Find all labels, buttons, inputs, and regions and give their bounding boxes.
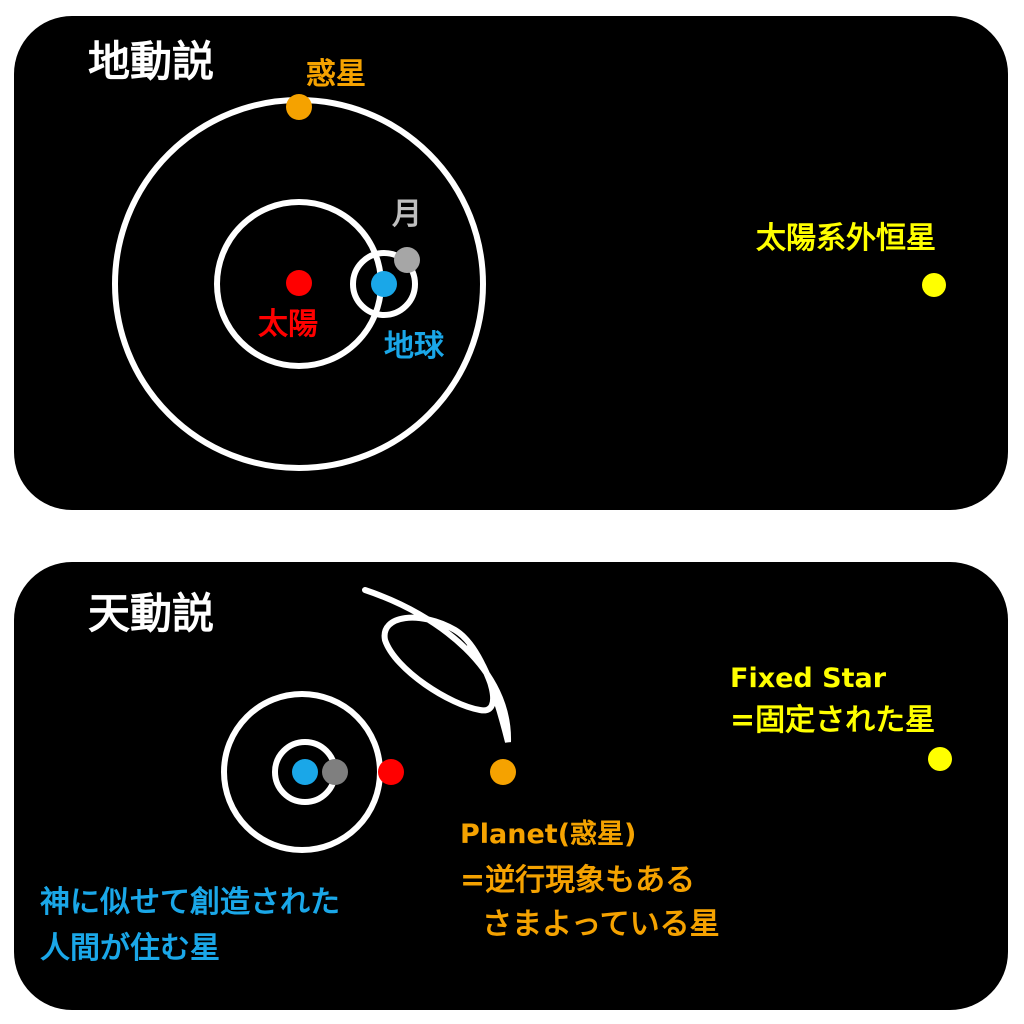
geocentric-title: 天動説 bbox=[88, 589, 214, 638]
moon-icon bbox=[322, 759, 348, 785]
sun-label: 太陽 bbox=[258, 307, 318, 342]
moon-label: 月 bbox=[392, 197, 422, 232]
planet-label-line1: Planet(惑星) bbox=[460, 819, 636, 850]
planet-icon bbox=[286, 94, 312, 120]
planet-label-line2: =逆行現象もある bbox=[460, 863, 695, 898]
retrograde-path bbox=[362, 587, 512, 743]
star-icon bbox=[922, 273, 946, 297]
sun-icon bbox=[286, 270, 312, 296]
earth-label: 地球 bbox=[384, 329, 445, 364]
planet-label-line3: さまよっている星 bbox=[482, 907, 720, 942]
geocentric-panel bbox=[14, 562, 1008, 1010]
sun-icon bbox=[378, 759, 404, 785]
fixed-star-label-line1: Fixed Star bbox=[730, 663, 887, 694]
geocentric-model: 天動説 Fixed Star =固定された星 Planet(惑星) =逆行現象も… bbox=[40, 587, 952, 966]
moon-icon bbox=[394, 247, 420, 273]
fixed-star-icon bbox=[928, 747, 952, 771]
earth-label-line1: 神に似せて創造された bbox=[40, 885, 340, 920]
earth-icon bbox=[292, 759, 318, 785]
fixed-star-label-line2: =固定された星 bbox=[730, 703, 935, 738]
planet-label: 惑星 bbox=[306, 57, 366, 92]
star-label: 太陽系外恒星 bbox=[756, 221, 936, 256]
heliocentric-model: 地動説 惑星 月 太陽 地球 太陽系外恒星 bbox=[88, 37, 946, 471]
earth-label-line2: 人間が住む星 bbox=[40, 931, 220, 966]
planet-icon bbox=[490, 759, 516, 785]
heliocentric-title: 地動説 bbox=[88, 37, 214, 86]
moon-orbit bbox=[350, 250, 418, 318]
earth-icon bbox=[371, 271, 397, 297]
